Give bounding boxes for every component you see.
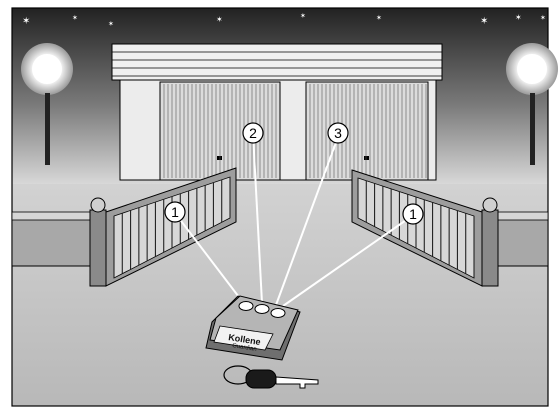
callout-right-gate: 1	[403, 204, 423, 224]
svg-text:✶: ✶	[300, 12, 306, 20]
remote-button-2[interactable]	[255, 305, 269, 314]
svg-text:✶: ✶	[376, 14, 382, 22]
svg-text:3: 3	[334, 125, 342, 141]
svg-text:2: 2	[249, 125, 257, 141]
gate-post-right	[482, 198, 498, 286]
callout-garage-right: 3	[328, 123, 348, 143]
remote-button-1[interactable]	[239, 302, 253, 311]
svg-text:✶: ✶	[540, 14, 546, 22]
callout-garage-left: 2	[243, 123, 263, 143]
remote-button-3[interactable]	[271, 309, 285, 318]
svg-text:✶: ✶	[108, 20, 114, 28]
svg-text:1: 1	[171, 204, 179, 220]
svg-text:✶: ✶	[22, 16, 30, 27]
svg-text:✶: ✶	[72, 14, 78, 22]
perimeter-wall-left	[12, 212, 92, 266]
gate-post-left	[90, 198, 106, 286]
perimeter-wall-right	[498, 212, 548, 266]
svg-text:✶: ✶	[480, 16, 488, 27]
svg-text:1: 1	[409, 206, 417, 222]
garage-building	[112, 44, 442, 180]
svg-text:✶: ✶	[515, 13, 522, 22]
svg-text:✶: ✶	[216, 15, 223, 24]
callout-left-gate: 1	[165, 202, 185, 222]
